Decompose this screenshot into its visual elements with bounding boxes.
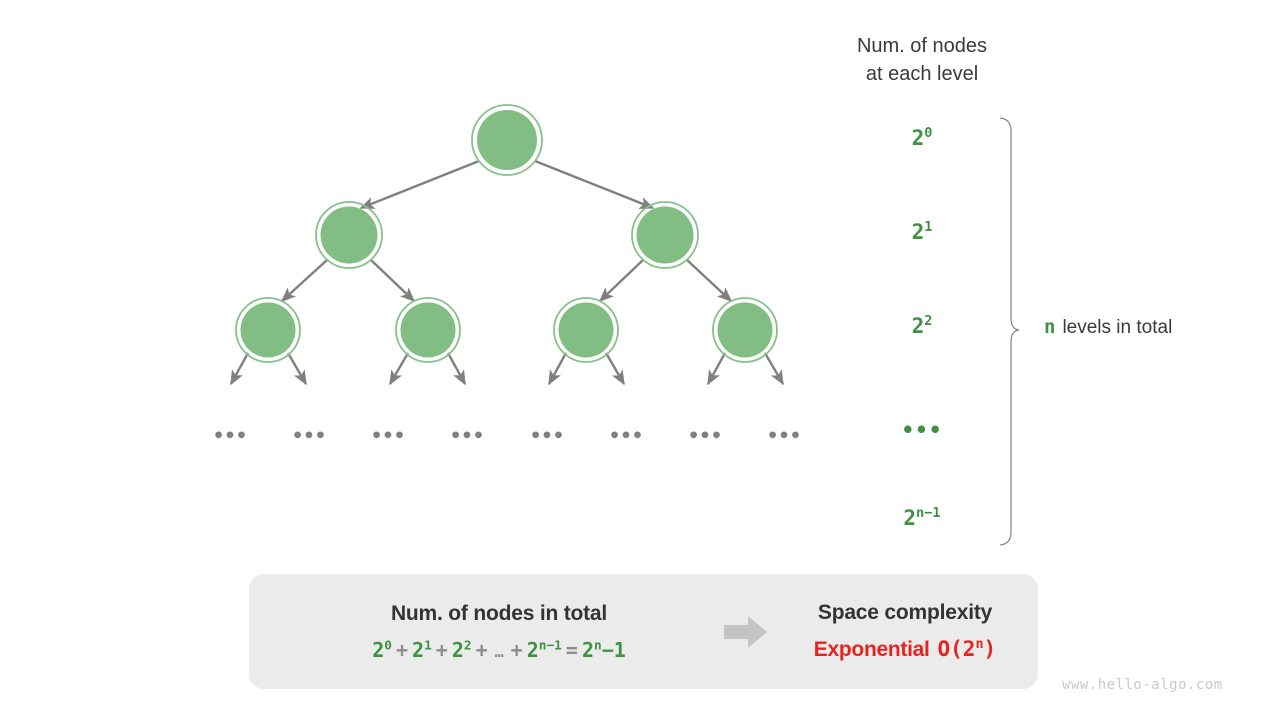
formula-op-3: + [475, 637, 488, 662]
level-count-ellipsis: ••• [832, 418, 1012, 442]
edge-l2a-right-dangling [286, 352, 308, 386]
formula-result-base: 2 [581, 637, 594, 662]
formula-op-2: + [435, 637, 448, 662]
levels-total-text: levels in total [1062, 317, 1173, 338]
complexity-word: Exponential [813, 638, 930, 661]
formula-op-1: + [395, 637, 409, 662]
space-complexity-value: Exponential O(2n) [814, 637, 996, 662]
levels-brace [999, 117, 1020, 546]
level-count-1: 21 [832, 220, 1012, 244]
level-count-2-exp: 2 [924, 313, 933, 329]
nodes-per-level-header-line2: at each level [865, 63, 979, 85]
tree-ellipsis-1: ••• [213, 425, 247, 447]
space-complexity-title: Space complexity [817, 601, 993, 624]
complexity-bigo: O(2n) [938, 637, 997, 661]
edge-l2b-left-dangling [388, 352, 410, 386]
tree-ellipsis-6: ••• [609, 425, 643, 447]
level-count-1-exp: 1 [924, 219, 933, 235]
level-count-0-exp: 0 [924, 125, 933, 141]
edge-l2d-right-dangling [763, 352, 785, 386]
edge-l2c-right-dangling [604, 352, 626, 386]
formula-last-exp: n−1 [538, 637, 562, 653]
tree-node-l2-d[interactable] [712, 297, 778, 363]
level-count-0-base: 2 [911, 126, 925, 150]
tree-ellipsis-7: ••• [688, 425, 722, 447]
edge-l1b-to-l2d [686, 259, 733, 302]
total-nodes-title: Num. of nodes in total [390, 601, 608, 625]
formula-term-0-base: 2 [372, 637, 385, 662]
tree-ellipsis-row: ••• ••• ••• ••• ••• ••• ••• ••• [213, 425, 801, 447]
summary-panel [249, 574, 1038, 689]
nodes-per-level-header: Num. of nodes at each level [812, 32, 1032, 88]
tree-node-l1-b[interactable] [631, 201, 699, 269]
formula-result-exp: n [593, 637, 602, 653]
complexity-bigo-exp: n [975, 637, 984, 652]
level-count-last: 2n−1 [832, 506, 1012, 530]
formula-last-base: 2 [526, 637, 539, 662]
tree-ellipsis-8: ••• [767, 425, 801, 447]
formula-term-1-base: 2 [412, 637, 425, 662]
level-count-last-base: 2 [903, 506, 916, 530]
right-arrow-icon [724, 616, 767, 648]
edge-l1b-to-l2c [598, 259, 644, 302]
edge-l1a-to-l2a [280, 259, 328, 302]
levels-in-total-label: n levels in total [1044, 316, 1172, 339]
space-complexity-section: Space complexity Exponential O(2n) [780, 574, 1030, 689]
total-nodes-formula: 20+21+22+…+2n−1=2n−1 [372, 638, 626, 662]
nodes-per-level-header-line1: Num. of nodes [856, 35, 988, 57]
tree-node-l1-a[interactable] [315, 201, 383, 269]
edge-l2a-left-dangling [229, 352, 250, 386]
complexity-bigo-prefix: O(2 [937, 637, 976, 661]
tree-node-l2-c[interactable] [553, 297, 619, 363]
formula-equals: = [565, 637, 578, 662]
formula-term-1-exp: 1 [424, 637, 432, 653]
levels-total-variable: n [1044, 316, 1056, 338]
level-count-ellipsis-base: ••• [901, 418, 943, 442]
complexity-bigo-suffix: ) [983, 637, 997, 661]
tree-node-root[interactable] [471, 104, 543, 176]
tree-ellipsis-5: ••• [530, 425, 564, 447]
edge-l2d-left-dangling [706, 352, 727, 386]
formula-term-0-exp: 0 [384, 637, 392, 653]
tree-edges [229, 159, 785, 386]
tree-node-l2-b[interactable] [395, 297, 461, 363]
formula-op-4: + [510, 637, 523, 662]
formula-ellipsis: … [494, 642, 504, 661]
edge-root-to-l1a [359, 159, 480, 210]
tree-ellipsis-3: ••• [371, 425, 405, 447]
formula-result-suffix: −1 [601, 637, 626, 662]
level-count-2: 22 [832, 314, 1012, 338]
level-count-0: 20 [832, 126, 1012, 150]
formula-term-2-base: 2 [451, 637, 464, 662]
tree-ellipsis-2: ••• [292, 425, 326, 447]
total-nodes-section: Num. of nodes in total 20+21+22+…+2n−1=2… [249, 574, 749, 689]
level-count-1-base: 2 [911, 220, 925, 244]
watermark: www.hello-algo.com [1062, 677, 1223, 693]
edge-l2c-left-dangling [547, 352, 568, 386]
tree-ellipsis-4: ••• [450, 425, 484, 447]
level-count-last-exp: n−1 [916, 505, 941, 521]
edge-l2b-right-dangling [446, 352, 467, 386]
edge-l1a-to-l2b [370, 259, 416, 302]
edge-root-to-l1b [534, 159, 655, 210]
tree-nodes [235, 104, 778, 363]
level-count-2-base: 2 [911, 314, 925, 338]
tree-node-l2-a[interactable] [235, 297, 301, 363]
formula-term-2-exp: 2 [463, 637, 472, 653]
